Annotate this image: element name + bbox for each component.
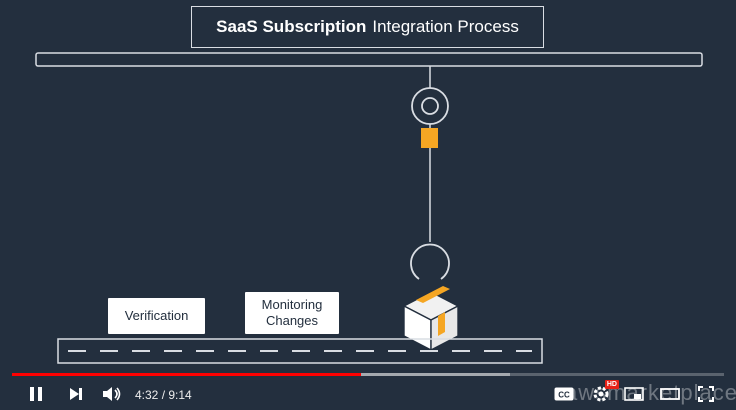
progress-played bbox=[12, 373, 361, 376]
volume-icon bbox=[103, 387, 121, 401]
monitoring-changes-label: Monitoring Changes bbox=[245, 292, 339, 334]
svg-text:CC: CC bbox=[558, 391, 570, 400]
hd-badge: HD bbox=[604, 380, 619, 389]
progress-bar[interactable] bbox=[12, 373, 724, 376]
title-bold: SaaS Subscription bbox=[216, 17, 367, 36]
player-controls: 4:32 / 9:14 awsmarketplace CC HD bbox=[0, 378, 736, 410]
miniplayer-button[interactable] bbox=[622, 382, 646, 406]
duration: 9:14 bbox=[168, 388, 192, 402]
pulley-wheel bbox=[411, 87, 449, 125]
captions-button[interactable]: CC bbox=[552, 382, 576, 406]
time-separator: / bbox=[158, 388, 169, 402]
pause-icon bbox=[30, 387, 42, 401]
hook-ring bbox=[410, 243, 450, 280]
next-button[interactable] bbox=[64, 382, 88, 406]
package-box-icon bbox=[402, 286, 460, 352]
fullscreen-button[interactable] bbox=[694, 382, 718, 406]
watermark: awsmarketplace bbox=[565, 380, 736, 405]
time-display: 4:32 / 9:14 bbox=[135, 388, 192, 402]
current-time: 4:32 bbox=[135, 388, 159, 402]
conveyor-belt bbox=[57, 338, 543, 364]
theater-button[interactable] bbox=[658, 382, 682, 406]
title-box: SaaS Subscription Integration Process bbox=[191, 6, 544, 48]
title-rest: Integration Process bbox=[372, 17, 519, 36]
next-icon bbox=[70, 388, 82, 400]
cc-icon: CC bbox=[554, 387, 574, 401]
fullscreen-icon bbox=[698, 386, 714, 402]
conveyor-illustration bbox=[35, 52, 703, 364]
verification-label: Verification bbox=[108, 298, 205, 334]
settings-button[interactable]: HD bbox=[589, 380, 619, 406]
volume-button[interactable] bbox=[100, 382, 124, 406]
gear-icon bbox=[593, 386, 609, 402]
theater-icon bbox=[660, 388, 680, 400]
pause-button[interactable] bbox=[24, 382, 48, 406]
miniplayer-icon bbox=[624, 387, 644, 401]
orange-clamp bbox=[421, 128, 438, 148]
overhead-rail bbox=[35, 52, 703, 67]
